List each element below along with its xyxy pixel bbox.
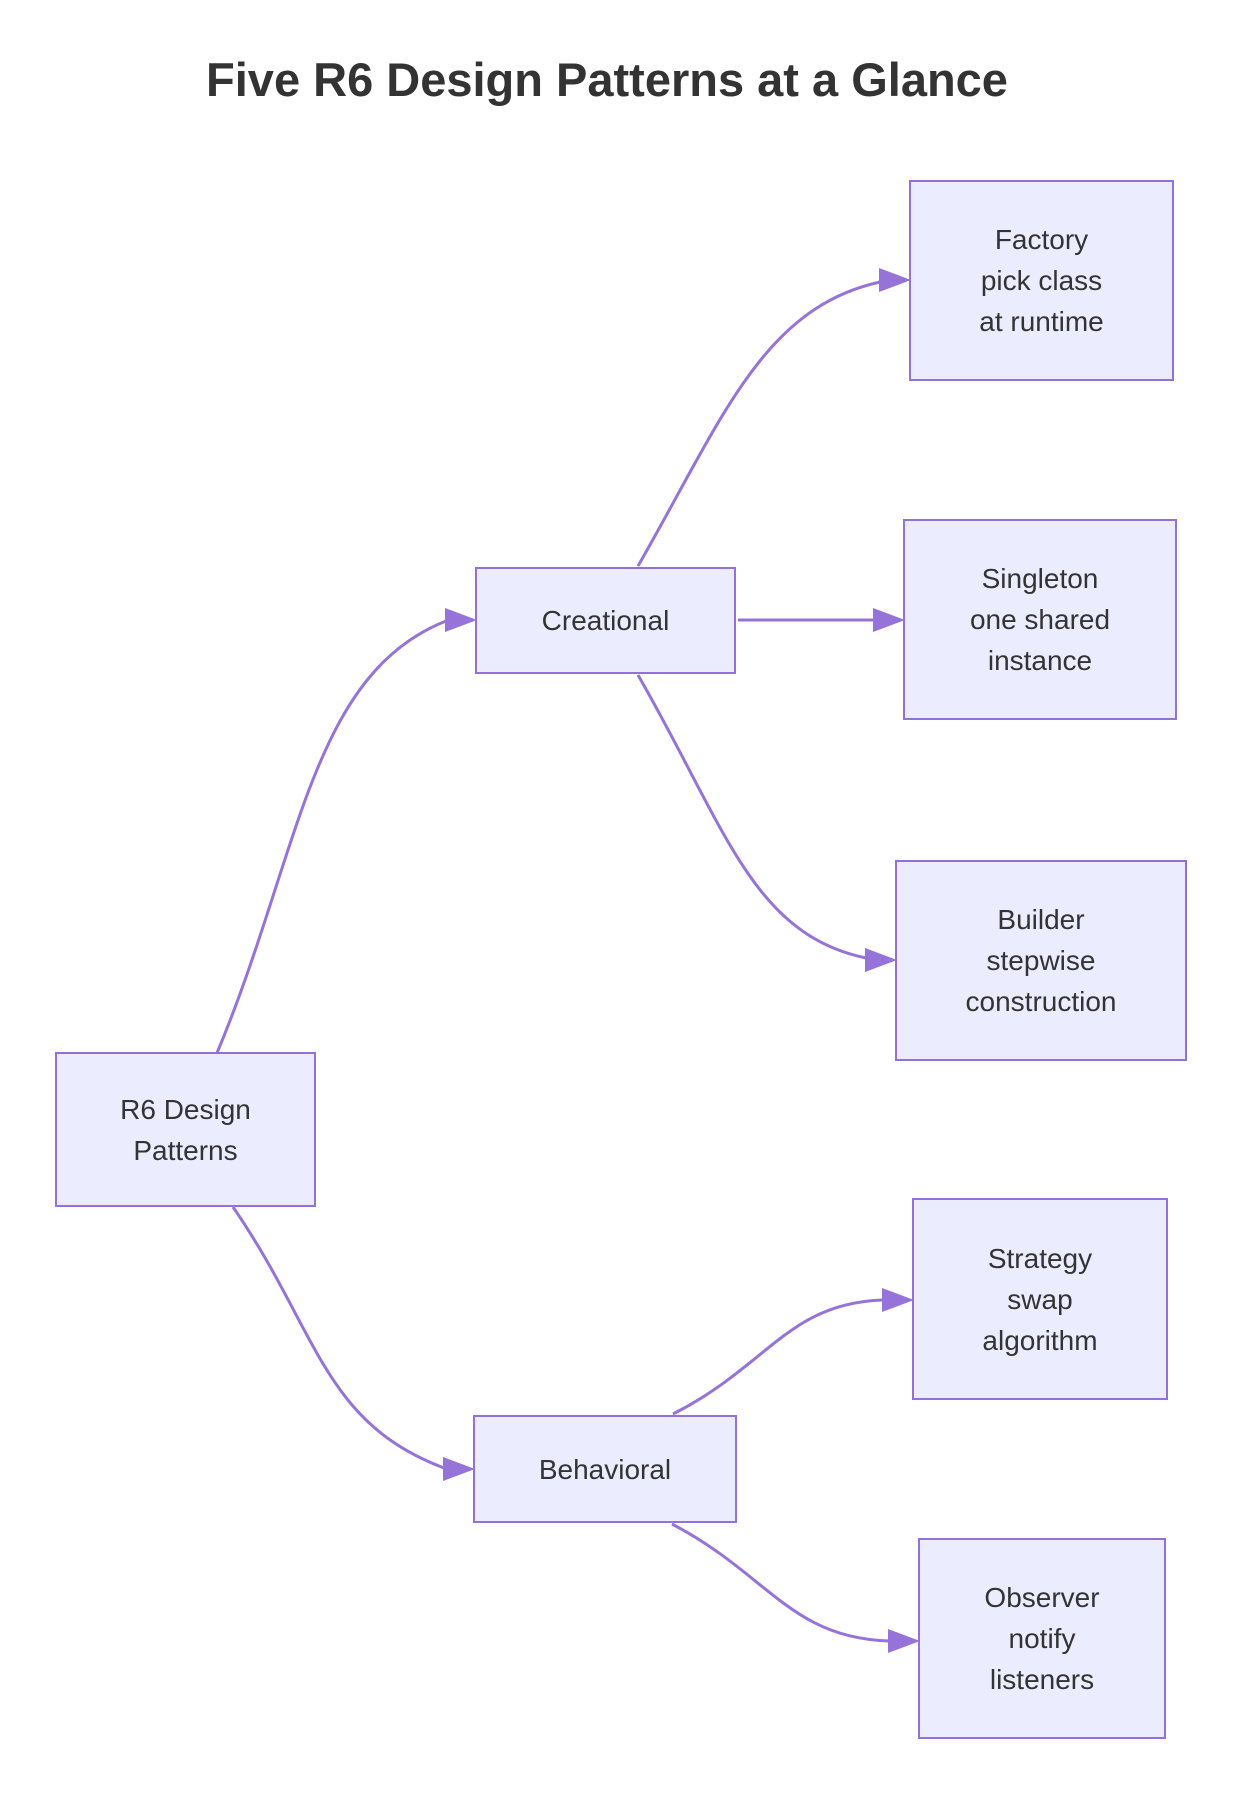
node-factory: Factory pick class at runtime [909, 180, 1174, 381]
edge-root-to-creational [215, 619, 447, 1054]
arrowhead-creational-icon [445, 608, 477, 632]
edge-behavioral-to-observer [671, 1522, 890, 1643]
arrowhead-observer-icon [888, 1629, 920, 1653]
arrowhead-singleton-icon [873, 608, 905, 632]
edge-creational-to-builder [636, 674, 867, 960]
arrowhead-factory-icon [879, 268, 911, 292]
diagram-title: Five R6 Design Patterns at a Glance [206, 53, 1008, 106]
arrowhead-behavioral-icon [443, 1457, 475, 1481]
node-singleton: Singleton one shared instance [903, 519, 1177, 720]
node-strategy: Strategy swap algorithm [912, 1198, 1168, 1400]
arrowhead-strategy-icon [882, 1288, 914, 1312]
node-creational: Creational [475, 567, 736, 674]
node-builder: Builder stepwise construction [895, 860, 1187, 1061]
edge-behavioral-to-strategy [672, 1298, 884, 1416]
edge-root-to-behavioral [231, 1206, 445, 1470]
node-behavioral: Behavioral [473, 1415, 737, 1523]
node-r6-design-patterns: R6 Design Patterns [55, 1052, 316, 1207]
arrowhead-builder-icon [865, 948, 897, 972]
node-observer: Observer notify listeners [918, 1538, 1166, 1739]
edge-creational-to-factory [636, 280, 881, 567]
